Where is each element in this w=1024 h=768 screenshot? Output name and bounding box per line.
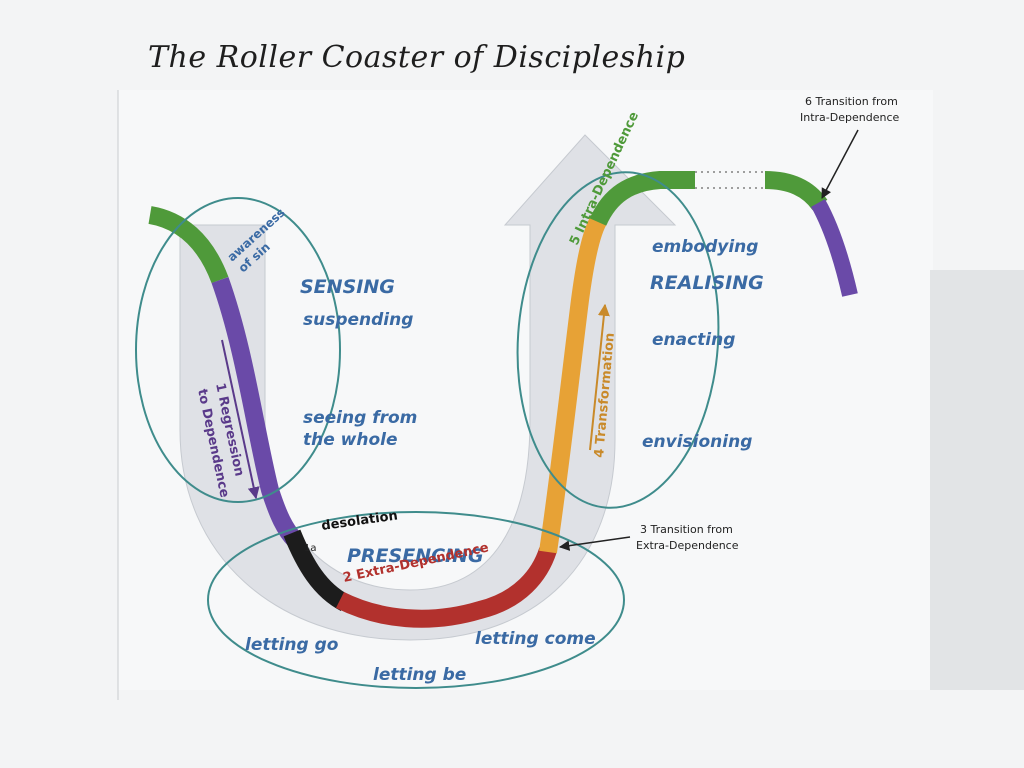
presencing-item-letting-go: letting go — [245, 635, 339, 655]
track-red-extra-dependence — [335, 546, 557, 628]
transition6-label-line1: 6 Transition from — [805, 95, 898, 108]
track-purple-descent — [211, 276, 302, 547]
regression-arrow — [221, 339, 260, 500]
presencing-heading: PRESENCING — [347, 545, 484, 567]
presencing-item-letting-be: letting be — [373, 665, 466, 685]
handwritten-title: The Roller Coaster of Discipleship — [148, 40, 686, 75]
realising-heading: REALISING — [650, 272, 764, 294]
realising-item-embodying: embodying — [652, 237, 758, 257]
sensing-item-seeing-from: seeing from — [303, 408, 417, 428]
track-green-end — [764, 171, 828, 211]
presencing-ellipse — [207, 511, 625, 689]
transition6-label-line2: Intra-Dependence — [800, 111, 899, 124]
sensing-item-suspending: suspending — [303, 310, 413, 330]
sensing-item-the-whole: the whole — [303, 430, 398, 450]
transition3-pointer — [558, 536, 631, 551]
transition3-label-line2: Extra-Dependence — [636, 539, 739, 552]
paper-shadow — [930, 270, 1024, 690]
presencing-item-letting-come: letting come — [475, 629, 596, 649]
track-black-desolation — [283, 529, 350, 611]
sensing-heading: SENSING — [300, 276, 395, 298]
transition3-label-line1: 3 Transition from — [640, 523, 733, 536]
track-green-start — [148, 206, 229, 284]
desolation-number: 1a — [304, 543, 317, 554]
track-green-intra-dependence — [589, 171, 695, 226]
transition6-pointer — [821, 129, 859, 199]
realising-ellipse — [516, 171, 720, 509]
transformation-arrow — [589, 303, 610, 451]
realising-item-envisioning: envisioning — [642, 432, 752, 452]
track-orange-transformation — [539, 213, 608, 554]
sensing-ellipse — [135, 197, 341, 503]
realising-item-enacting: enacting — [652, 330, 735, 350]
track-purple-end — [810, 199, 858, 297]
